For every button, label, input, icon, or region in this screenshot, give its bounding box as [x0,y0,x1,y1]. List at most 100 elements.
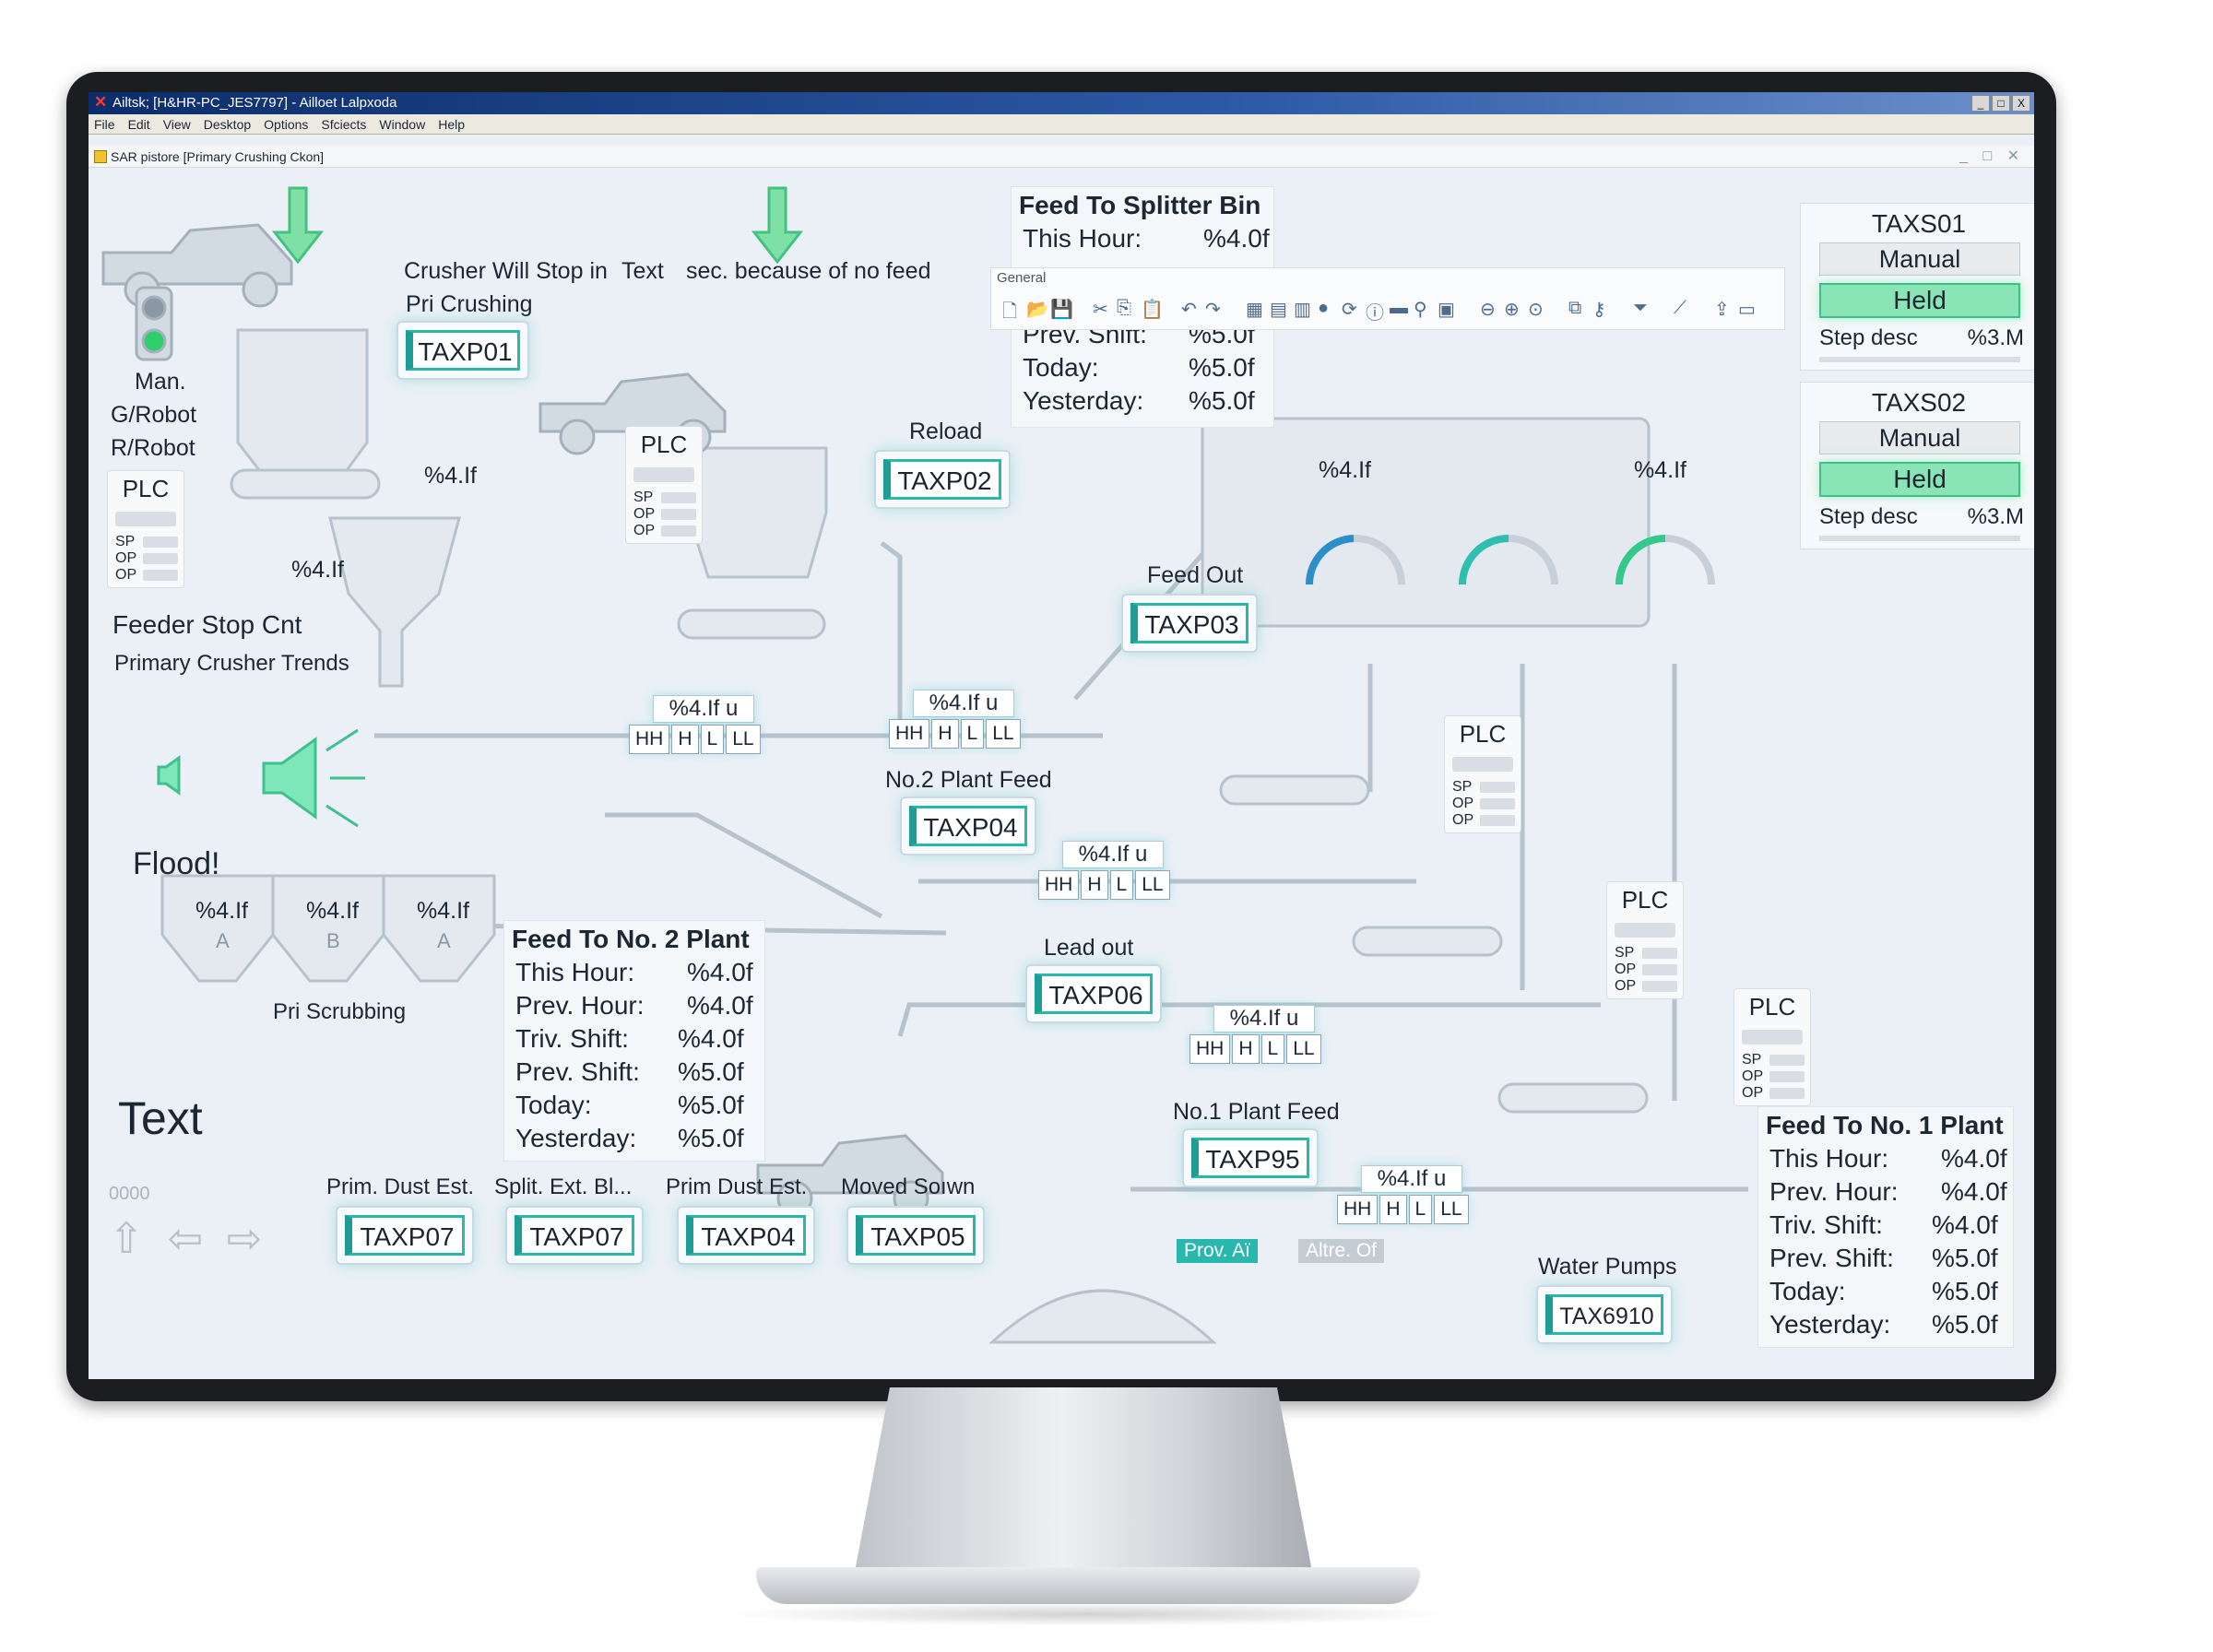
mode-rrobot[interactable]: R/Robot [111,435,195,461]
taxs02-state-button[interactable]: Held [1819,462,2020,497]
zoom-fit-icon[interactable]: ⊙ [1528,300,1544,320]
pin-icon[interactable]: ⚷ [1592,300,1606,320]
close-button[interactable]: X [2012,95,2030,112]
taxp02-tag[interactable]: TAXP02 [874,450,1011,509]
prov-button[interactable]: Prov. Aï [1177,1239,1258,1263]
dust-est-label-2: Prim Dust Est. [666,1174,808,1199]
open-icon[interactable]: 📂 [1026,300,1049,320]
pri-crushing-label: Pri Crushing [406,291,533,317]
mode-man[interactable]: Man. [135,369,186,395]
taxp04b-tag[interactable]: TAXP04 [677,1206,815,1265]
cut-icon[interactable]: ✂ [1093,300,1108,320]
plc-panel-5[interactable]: PLC SP OP OP [1734,988,1811,1106]
link-icon[interactable]: ⚲ [1414,300,1427,320]
menu-window[interactable]: Window [379,117,426,132]
layers-icon[interactable]: ⧉ [1568,298,1582,318]
taxp95-tag[interactable]: TAXP95 [1182,1128,1319,1187]
taxs01-panel[interactable]: TAXS01 Manual Held Step desc %3.M [1800,203,2034,371]
arrow-up-button[interactable]: ⇧ [108,1214,145,1262]
plc-panel-4[interactable]: PLC SP OP OP [1606,881,1684,999]
taxs02-panel[interactable]: TAXS02 Manual Held Step desc %3.M [1800,382,2034,549]
tax6910-tag[interactable]: TAX6910 [1536,1285,1673,1344]
table-icon[interactable]: ▣ [1438,300,1455,320]
filter-icon[interactable]: ⏷ [1633,298,1648,318]
layout-icon[interactable]: ▤ [1270,300,1287,320]
water-pumps-label: Water Pumps [1538,1254,1677,1280]
window-title: Ailtsk; [H&HR-PC_JES7797] - Ailloet Lalp… [112,95,397,111]
fill-icon[interactable]: ▬ [1390,298,1408,318]
export-icon[interactable]: ⇪ [1714,300,1730,320]
big-text-label: Text [118,1092,203,1144]
plc-panel-1[interactable]: PLC SP OP OP [107,470,184,588]
plc-panel-3[interactable]: PLC SP OP OP [1444,715,1521,833]
shape-icon[interactable]: ● [1318,298,1330,318]
split-ext-label: Split. Ext. Bl... [494,1174,633,1199]
plc-panel-2[interactable]: PLC SP OP OP [625,426,703,544]
taxs01-state-button[interactable]: Held [1819,283,2020,318]
taxs01-mode-button[interactable]: Manual [1819,242,2020,276]
taxp07b-tag[interactable]: TAXP07 [505,1206,644,1265]
info-icon[interactable]: ⓘ [1366,303,1384,324]
menu-desktop[interactable]: Desktop [203,117,252,132]
dust-est-label-1: Prim. Dust Est. [326,1174,475,1199]
arrow-left-button[interactable]: ⇦ [167,1214,204,1262]
redo-icon[interactable]: ↷ [1205,300,1221,320]
tank-c [382,874,496,983]
menu-objects[interactable]: Sfciects [321,117,367,132]
conveyor-lower-b [605,812,883,919]
copy-icon[interactable]: ⎘ [1117,298,1131,318]
mode-grobot[interactable]: G/Robot [111,402,197,428]
menu-file[interactable]: File [94,117,115,132]
maximize-button[interactable]: □ [1992,95,2010,112]
splitter-bins [1201,417,1651,628]
display-window-controls[interactable]: _ □ ✕ [1959,148,2025,164]
new-icon[interactable]: 🗋 [1002,301,1018,322]
grid-icon[interactable]: ▦ [1246,300,1263,320]
menu-edit[interactable]: Edit [127,117,150,132]
tank-c-id: A [437,929,451,952]
counter-readout: 0000 [109,1184,150,1204]
menu-view[interactable]: View [162,117,191,132]
refresh-icon[interactable]: ⟳ [1342,300,1357,320]
zoom-out-icon[interactable]: ⊖ [1480,300,1496,320]
primary-crusher-trends-link[interactable]: Primary Crusher Trends [114,651,349,676]
window-controls: _ □ X [1971,95,2030,112]
taxp03-tag[interactable]: TAXP03 [1121,594,1258,653]
general-toolbar: General 🗋 📂 💾 ✂ ⎘ 📋 ↶ ↷ ▦ ▤ ▥ ● ⟳ ⓘ ▬ ⚲ … [990,267,1785,330]
altre-button[interactable]: Altre. Of [1298,1239,1385,1263]
window-icon[interactable]: ▭ [1738,300,1756,320]
chart-icon[interactable]: ▥ [1294,300,1311,320]
flow-arrows [271,186,804,265]
menu-help[interactable]: Help [438,117,465,132]
undo-icon[interactable]: ↶ [1181,300,1197,320]
monitor-stand-neck [853,1387,1314,1581]
tank-b [271,874,385,983]
save-icon[interactable]: 💾 [1050,300,1073,320]
taxp01-tag[interactable]: TAXP01 [396,321,529,380]
taxp04-tag[interactable]: TAXP04 [900,796,1036,856]
paste-icon[interactable]: 📋 [1141,300,1164,320]
hmi-canvas: Crusher Will Stop in Text sec. because o… [89,170,2034,1379]
menu-options[interactable]: Options [264,117,309,132]
zoom-in-icon[interactable]: ⊕ [1504,300,1520,320]
tank-a-value: %4.If [195,898,248,924]
stand-shadow [719,1602,1457,1626]
trend-icon[interactable]: ⟋ [1674,298,1686,318]
taxp05-tag[interactable]: TAXP05 [846,1206,985,1265]
crusher-value-b: %4.If [291,557,344,583]
monitor-stand-base [756,1567,1420,1604]
taxp07a-tag[interactable]: TAXP07 [336,1206,474,1265]
stockpile [988,1289,1217,1344]
taxp06-tag[interactable]: TAXP06 [1025,964,1162,1023]
tank-b-value: %4.If [306,898,359,924]
arrow-right-button[interactable]: ⇨ [226,1214,263,1262]
minimize-button[interactable]: _ [1971,95,1990,112]
taxs02-mode-button[interactable]: Manual [1819,421,2020,454]
lead-out-label: Lead out [1044,935,1134,961]
crusher-value-a: %4.If [424,463,477,489]
